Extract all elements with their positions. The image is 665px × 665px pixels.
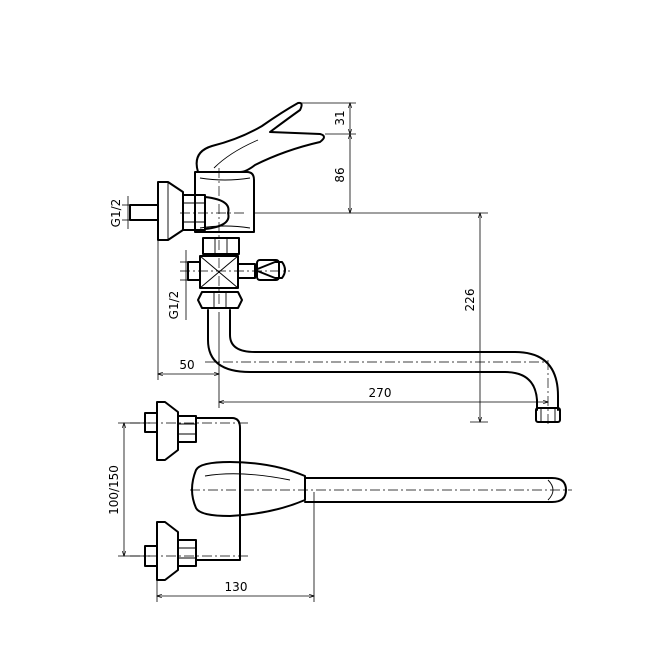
lower-coupling-nut bbox=[197, 291, 243, 309]
thread-label-lower: G1/2 bbox=[167, 291, 181, 320]
dim-spout-length: 270 bbox=[369, 386, 392, 400]
dim-depth: 130 bbox=[225, 580, 248, 594]
dim-spacing: 100/150 bbox=[107, 465, 121, 515]
front-spout bbox=[304, 477, 567, 503]
upper-coupling-nut bbox=[202, 237, 240, 255]
wall-flange bbox=[157, 181, 184, 241]
valve-body bbox=[194, 171, 255, 233]
dim-spout-height: 226 bbox=[463, 289, 477, 312]
inlet-nipple bbox=[129, 204, 159, 221]
lever-handle bbox=[195, 101, 325, 173]
side-view: 31 86 226 270 50 G1/2 G1/2 bbox=[109, 101, 561, 425]
dim-handle-rise: 31 bbox=[333, 110, 347, 125]
spout bbox=[207, 309, 559, 411]
upper-inlet-flange bbox=[156, 401, 179, 461]
dim-wall-offset: 50 bbox=[179, 358, 194, 372]
diverter-knob bbox=[237, 261, 286, 279]
front-body bbox=[195, 417, 241, 561]
front-lever bbox=[191, 461, 306, 517]
dim-handle-height: 86 bbox=[333, 167, 347, 182]
lower-inlet-flange bbox=[156, 521, 179, 581]
thread-label-upper: G1/2 bbox=[109, 199, 123, 228]
front-view: 100/150 130 bbox=[107, 401, 572, 602]
